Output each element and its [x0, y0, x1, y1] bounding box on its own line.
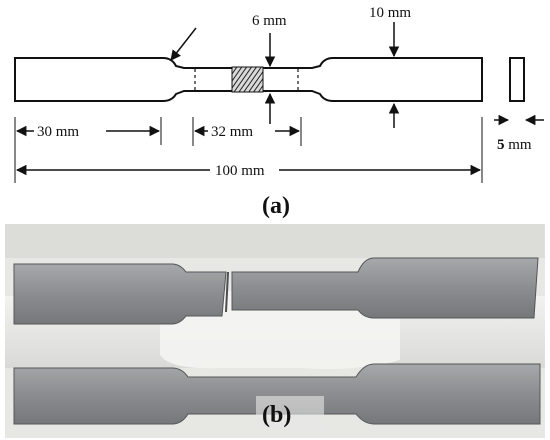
panel-a-label: (a) [262, 193, 290, 219]
lower-specimen [13, 363, 541, 425]
dim-10mm-label: 10 mm [369, 5, 411, 21]
panel-b-photo: (b) [5, 224, 545, 438]
dim-32mm-label: 32 mm [211, 124, 253, 140]
upper-specimen-weld-seam [225, 271, 229, 313]
threaded-insert [231, 66, 264, 93]
dim-30mm-label: 30 mm [37, 124, 79, 140]
photo-top-shadow [5, 224, 545, 258]
panel-b-label-backdrop [256, 396, 324, 430]
dim-5mm-number: 5 [497, 137, 505, 153]
upper-specimen-right-half [231, 257, 539, 319]
fillet-pointer-arrow [170, 27, 197, 61]
dim-6mm-label: 6 mm [252, 13, 287, 29]
dim-5mm-unit: mm [505, 137, 532, 153]
end-view-rectangle [509, 57, 525, 102]
dim-100mm-label: 100 mm [215, 163, 265, 179]
upper-specimen-left-half [13, 263, 227, 325]
panel-a-drawing: 6 mm 10 mm 30 mm 32 mm 100 mm 5 mm (a) [14, 5, 544, 219]
panel-b-label: (b) [262, 402, 291, 428]
dim-5mm-label: 5 mm [497, 137, 532, 153]
